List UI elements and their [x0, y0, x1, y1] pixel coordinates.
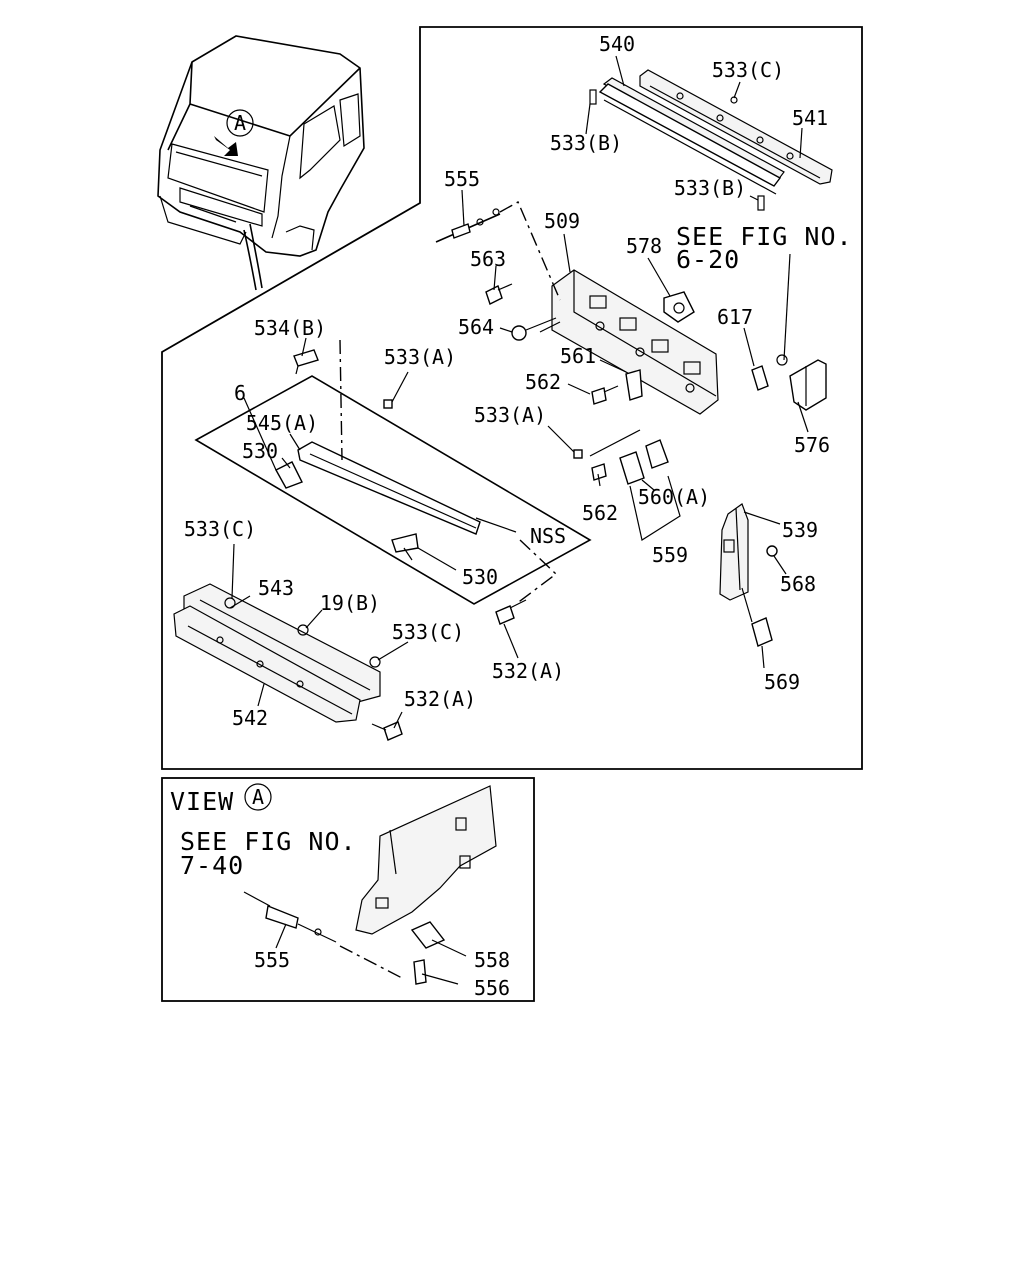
callout-542: 542	[232, 706, 268, 730]
callout-560a: 560(A)	[638, 485, 710, 509]
truck-cab-overview: A	[157, 35, 365, 291]
hinge-576-clip-617	[751, 354, 827, 411]
callout-532a-a: 532(A)	[492, 659, 564, 683]
see-fig-7-line2: 7-40	[180, 851, 244, 880]
callout-617: 617	[717, 305, 753, 329]
callout-545a: 545(A)	[246, 411, 318, 435]
view-a-detail	[243, 785, 497, 985]
callout-555-view: 555	[254, 948, 290, 972]
callout-nss: NSS	[530, 524, 566, 548]
callout-530-b: 530	[462, 565, 498, 589]
callout-530-a: 530	[242, 439, 278, 463]
callout-533a-a: 533(A)	[384, 345, 456, 369]
callout-540: 540	[599, 32, 635, 56]
see-fig-7-line1: SEE FIG NO.	[180, 827, 357, 856]
callout-562-a: 562	[525, 370, 561, 394]
callout-533a-b: 533(A)	[474, 403, 546, 427]
bolts-532a	[371, 599, 527, 741]
callout-543: 543	[258, 576, 294, 600]
view-a-frame	[161, 777, 535, 1002]
callout-534b: 534(B)	[254, 316, 326, 340]
upper-panel-540-541	[589, 69, 833, 211]
callout-568: 568	[780, 572, 816, 596]
callout-532a-b: 532(A)	[404, 687, 476, 711]
callout-533c-a: 533(C)	[184, 517, 256, 541]
view-marker-a-circle-text: A	[234, 111, 246, 135]
callout-556: 556	[474, 976, 510, 1000]
leader-lines	[229, 55, 809, 985]
callout-533c-b: 533(C)	[392, 620, 464, 644]
lower-panel-542-543	[173, 583, 381, 723]
callout-563: 563	[470, 247, 506, 271]
callout-533b-a: 533(B)	[550, 131, 622, 155]
view-a-marker: A	[252, 785, 264, 809]
callout-539: 539	[782, 518, 818, 542]
fastener-534b	[293, 349, 319, 375]
see-fig-6-line2: 6-20	[676, 245, 740, 274]
callout-561: 561	[560, 344, 596, 368]
bracket-509	[551, 269, 719, 415]
callout-562-b: 562	[582, 501, 618, 525]
callout-576: 576	[794, 433, 830, 457]
main-view-frame	[161, 26, 863, 770]
callout-559: 559	[652, 543, 688, 567]
callout-509: 509	[544, 209, 580, 233]
see-fig-6-line1: SEE FIG NO.	[676, 222, 853, 251]
cable-555-top	[435, 201, 561, 301]
callout-19b: 19(B)	[320, 591, 380, 615]
callout-533c-top: 533(C)	[712, 58, 784, 82]
callout-578: 578	[626, 234, 662, 258]
callout-533b-b: 533(B)	[674, 176, 746, 200]
assembly-6	[194, 339, 592, 605]
gasket-560a-559	[591, 439, 681, 541]
callout-564: 564	[458, 315, 494, 339]
callout-541: 541	[792, 106, 828, 130]
callout-555: 555	[444, 167, 480, 191]
callout-558: 558	[474, 948, 510, 972]
fasteners-upper	[485, 283, 643, 457]
callout-6: 6	[234, 381, 246, 405]
view-a-label: VIEW	[170, 787, 234, 816]
callout-569: 569	[764, 670, 800, 694]
bracket-539	[719, 503, 778, 647]
